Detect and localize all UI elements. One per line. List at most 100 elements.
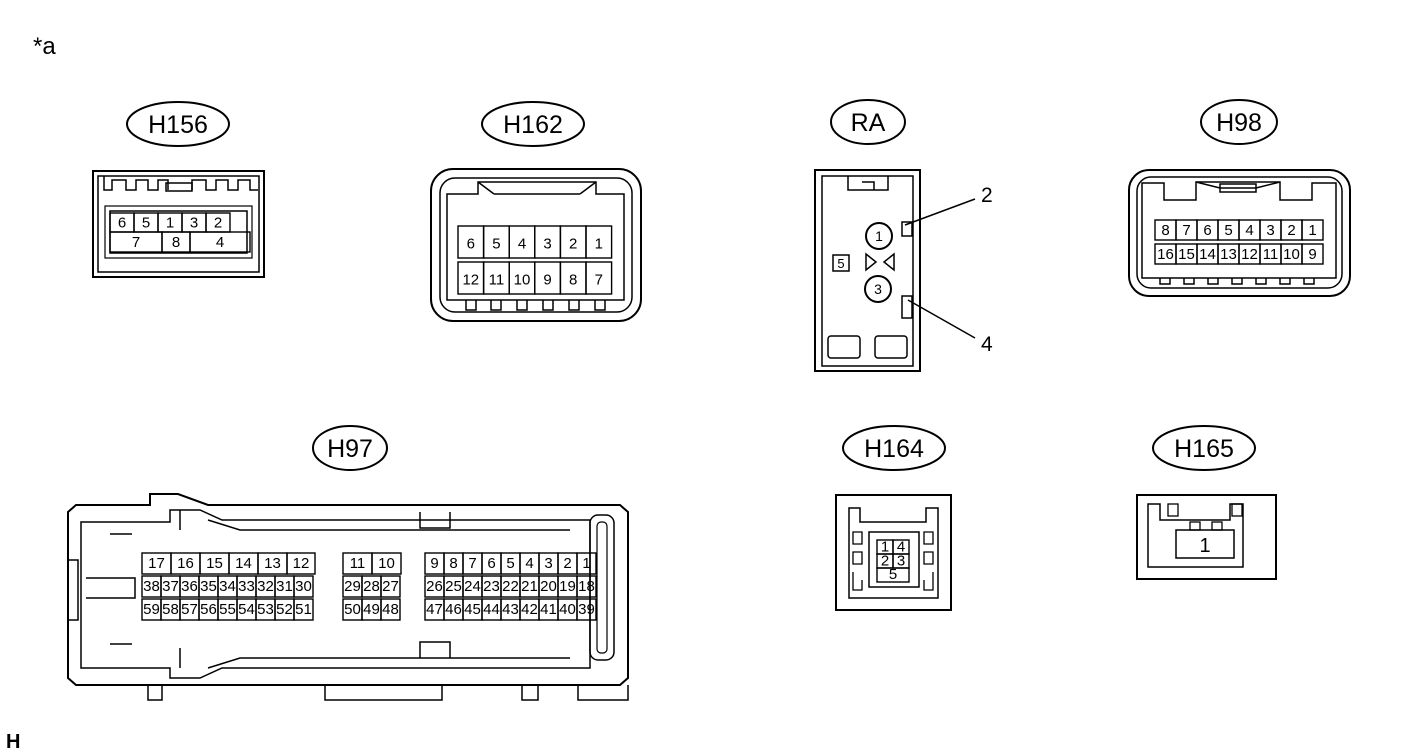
- h162-pin-12-label: 12: [462, 271, 479, 288]
- h97-pin-32-label: 32: [257, 578, 274, 595]
- h162-pin-4-label: 4: [518, 235, 526, 252]
- connector-ra: [814, 99, 976, 372]
- h97-pin-27-label: 27: [382, 578, 399, 595]
- connector-label-oval: [1152, 425, 1256, 471]
- connector-h164-label: H164: [864, 435, 924, 463]
- h97-pin-49-label: 49: [363, 601, 380, 618]
- h97-pin-48-cell: [380, 598, 401, 621]
- connector-ra-label: RA: [851, 109, 886, 137]
- h97-pin-3-label: 3: [544, 555, 552, 572]
- h162-pin-9-label: 9: [543, 271, 551, 288]
- h162-pin-1-cell: [585, 225, 613, 259]
- h97-pin-44-label: 44: [483, 601, 500, 618]
- h97-pin-54-label: 54: [238, 601, 255, 618]
- h97-pin-25-label: 25: [445, 578, 462, 595]
- h97-pin-34-label: 34: [219, 578, 236, 595]
- h97-pin-20-label: 20: [540, 578, 557, 595]
- h97-pin-45-label: 45: [464, 601, 481, 618]
- h162-pin-7-label: 7: [595, 271, 603, 288]
- ra-pin-3: [864, 275, 892, 303]
- h97-pin-10-label: 10: [378, 555, 395, 572]
- h97-pin-11-label: 11: [350, 555, 366, 572]
- h97-pin-19-label: 19: [559, 578, 576, 595]
- h97-pin-53-label: 53: [257, 601, 274, 618]
- h97-pin-17-label: 17: [148, 555, 165, 572]
- h97-pin-58-label: 58: [162, 601, 179, 618]
- h98-pin-4-label: 4: [1245, 222, 1253, 239]
- h97-pin-40-label: 40: [559, 601, 576, 618]
- callout-line-2: [904, 198, 976, 226]
- h97-pin-10-cell: [371, 552, 402, 575]
- h98-pin-10-label: 10: [1283, 246, 1300, 263]
- h97-pin-9-label: 9: [430, 555, 438, 572]
- ra-pin-1-label: 1: [875, 228, 883, 244]
- h162-pin-5-label: 5: [492, 235, 500, 252]
- h156-pin-1-label: 1: [166, 215, 174, 232]
- h98-pin-9-label: 9: [1308, 246, 1316, 263]
- h156-pin-8-label: 8: [172, 234, 180, 251]
- h97-pin-43-label: 43: [502, 601, 519, 618]
- h98-pin-11-label: 11: [1263, 246, 1279, 263]
- h97-pin-28-label: 28: [363, 578, 380, 595]
- connector-label-oval: [830, 99, 906, 145]
- h162-pin-7-cell: [585, 261, 613, 295]
- h98-pin-2-label: 2: [1287, 222, 1295, 239]
- h97-pin-2-label: 2: [563, 555, 571, 572]
- connector-label-oval: [126, 101, 230, 147]
- h97-pin-52-label: 52: [276, 601, 293, 618]
- h97-pin-26-label: 26: [426, 578, 443, 595]
- h97-pin-50-label: 50: [344, 601, 361, 618]
- h162-pin-8-label: 8: [569, 271, 577, 288]
- h164-pin-5-label: 5: [889, 566, 897, 583]
- h98-pin-7-label: 7: [1182, 222, 1190, 239]
- connector-label-oval: [312, 425, 388, 471]
- corner-label: *a: [33, 33, 56, 60]
- h97-pin-47-label: 47: [426, 601, 443, 618]
- h97-pin-15-label: 15: [206, 555, 223, 572]
- h165-pin-1-label: 1: [1199, 535, 1210, 557]
- h98-pin-1-label: 1: [1308, 222, 1316, 239]
- h97-pin-23-label: 23: [483, 578, 500, 595]
- h97-pin-14-label: 14: [235, 555, 252, 572]
- connector-h165-label: H165: [1174, 435, 1234, 463]
- h98-pin-3-label: 3: [1266, 222, 1274, 239]
- h156-pin-6-label: 6: [118, 215, 126, 232]
- ra-pin-5-box: [832, 254, 850, 272]
- h165-pin-1-box: [1175, 529, 1235, 559]
- h98-pin-13-label: 13: [1220, 246, 1237, 263]
- h164-pin-4-label: 4: [897, 538, 905, 555]
- h97-pin-36-label: 36: [181, 578, 198, 595]
- h156-pin-5-label: 5: [142, 215, 150, 232]
- connector-h162-label: H162: [503, 111, 563, 139]
- h97-pin-42-label: 42: [521, 601, 538, 618]
- h97-pin-6-label: 6: [487, 555, 495, 572]
- h164-pin-2-label: 2: [881, 552, 889, 569]
- h97-pin-55-label: 55: [219, 601, 236, 618]
- h97-pin-13-label: 13: [264, 555, 281, 572]
- connector-h162: [430, 101, 642, 322]
- h156-pin-7-label: 7: [132, 234, 140, 251]
- h97-pin-56-label: 56: [200, 601, 217, 618]
- h156-pin-4-cell: [189, 231, 251, 253]
- ra-callout-4: 4: [981, 333, 993, 356]
- h97-pin-35-label: 35: [200, 578, 217, 595]
- h97-pin-51-label: 51: [295, 601, 312, 618]
- ra-callout-2: 2: [981, 184, 993, 207]
- connector-label-oval: [481, 101, 585, 147]
- h97-pin-59-label: 59: [143, 601, 160, 618]
- h162-pin-1-label: 1: [595, 235, 603, 252]
- h98-pin-12-label: 12: [1241, 246, 1258, 263]
- connector-h156-label: H156: [148, 111, 208, 139]
- h97-pin-18-label: 18: [578, 578, 595, 595]
- h156-pin-2-label: 2: [214, 215, 222, 232]
- h97-pin-30-cell: [293, 575, 314, 598]
- h164-pin-3-label: 3: [897, 552, 905, 569]
- ra-pin-1: [865, 222, 893, 250]
- h98-pin-8-label: 8: [1161, 222, 1169, 239]
- h97-pin-37-label: 37: [162, 578, 179, 595]
- h97-pin-1-label: 1: [582, 555, 590, 572]
